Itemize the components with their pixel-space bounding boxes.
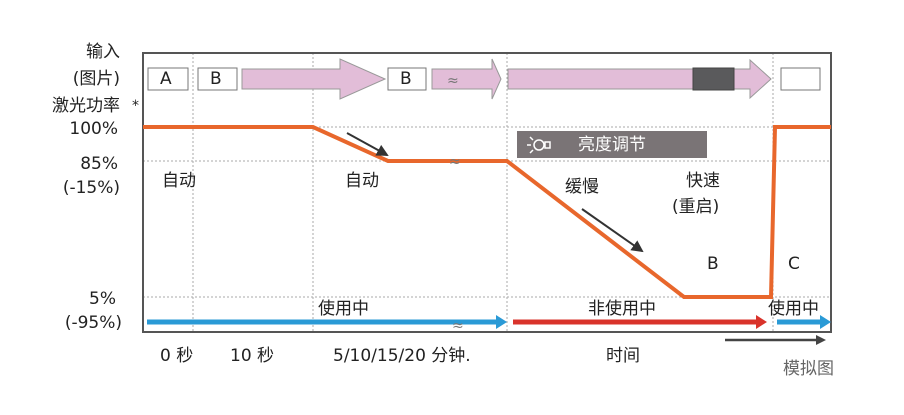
x-tick-10s: 10 秒 (230, 346, 275, 366)
auto-label-1: 自动 (162, 171, 196, 191)
trend-arrow-auto (346, 132, 389, 156)
x-axis-title: 时间 (606, 346, 640, 366)
input-box-a (147, 67, 189, 91)
x-tick-0s: 0 秒 (160, 346, 194, 366)
auto-label-2: 自动 (345, 171, 379, 191)
break-mark-icon: ≈ (447, 73, 459, 89)
in-use-label-1: 使用中 (318, 299, 369, 319)
level-5-note: (-95%) (64, 313, 122, 333)
break-mark-icon: ≈ (449, 154, 461, 170)
input-arrow-1 (241, 58, 387, 100)
y-title-line-2: (图片) (72, 69, 120, 89)
label-c: C (788, 254, 800, 274)
level-85-note: (-15%) (62, 178, 120, 198)
laser-power-line (143, 125, 831, 299)
trend-arrow-slow (581, 208, 644, 253)
input-box-b (197, 67, 238, 91)
lamp-icon (527, 136, 551, 154)
slow-label: 缓慢 (565, 177, 599, 197)
input-b-label: B (210, 69, 222, 89)
in-use-label-2: 使用中 (768, 299, 819, 319)
dark-frame-block (692, 67, 735, 91)
fast-note: (重启) (672, 197, 720, 217)
brightness-label-bg (517, 131, 707, 158)
label-b: B (707, 254, 719, 274)
plot-frame (142, 52, 832, 333)
asterisk: * (132, 98, 139, 114)
level-5: 5% (89, 289, 116, 309)
y-title-line-3: 激光功率 (52, 96, 120, 116)
input-box-empty (780, 67, 821, 91)
brightness-label: 亮度调节 (578, 135, 646, 155)
input-b2-label: B (400, 69, 412, 89)
break-mark-icon: ≈ (452, 318, 464, 334)
level-100: 100% (69, 119, 118, 139)
level-85: 85% (80, 154, 118, 174)
fast-label: 快速 (686, 171, 720, 191)
grid-lines (143, 53, 831, 332)
input-box-b2 (387, 67, 427, 91)
input-arrow-2 (431, 58, 502, 100)
x-tick-minutes: 5/10/15/20 分钟. (333, 346, 471, 366)
caption: 模拟图 (783, 359, 834, 379)
not-in-use-label: 非使用中 (588, 299, 656, 319)
input-a-label: A (160, 69, 172, 89)
y-title-line-1: 输入 (86, 42, 120, 62)
